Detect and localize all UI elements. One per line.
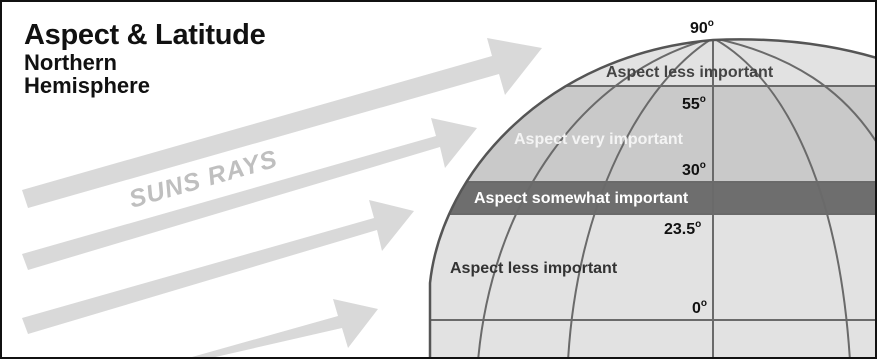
globe-outline: [428, 38, 875, 357]
globe-grid: [430, 39, 875, 357]
sun-rays: [22, 38, 542, 357]
meridian-left-2: [477, 39, 714, 357]
sun-ray-arrow-2: [22, 118, 477, 270]
latitude-label-55: 55o: [682, 94, 706, 113]
latitude-label-0: 0o: [692, 298, 707, 317]
subtitle-northern: Northern: [24, 50, 117, 75]
meridian-left-1: [567, 39, 714, 357]
zone-label-polar: Aspect less important: [606, 64, 774, 81]
latitude-label-30: 30o: [682, 160, 706, 179]
latitude-label-23-5: 23.5o: [664, 219, 701, 238]
sun-ray-arrow-4: [192, 299, 378, 357]
sun-ray-arrow-1: [22, 38, 542, 208]
diagram-title: Aspect & Latitude: [24, 19, 266, 51]
title-block: Aspect & Latitude Northern Hemisphere: [24, 19, 266, 98]
globe: [430, 39, 875, 357]
zone-label-very-important: Aspect very important: [514, 131, 684, 148]
sun-ray-arrow-3: [22, 200, 414, 334]
zone-somewhat-important-band: [430, 182, 875, 214]
subtitle-hemisphere: Hemisphere: [24, 73, 150, 98]
latitude-label-90: 90o: [690, 18, 714, 37]
meridian-right-2: [712, 39, 875, 357]
zone-label-somewhat-important: Aspect somewhat important: [474, 190, 689, 207]
meridian-right-1: [712, 39, 851, 357]
zone-label-tropic: Aspect less important: [450, 260, 618, 277]
